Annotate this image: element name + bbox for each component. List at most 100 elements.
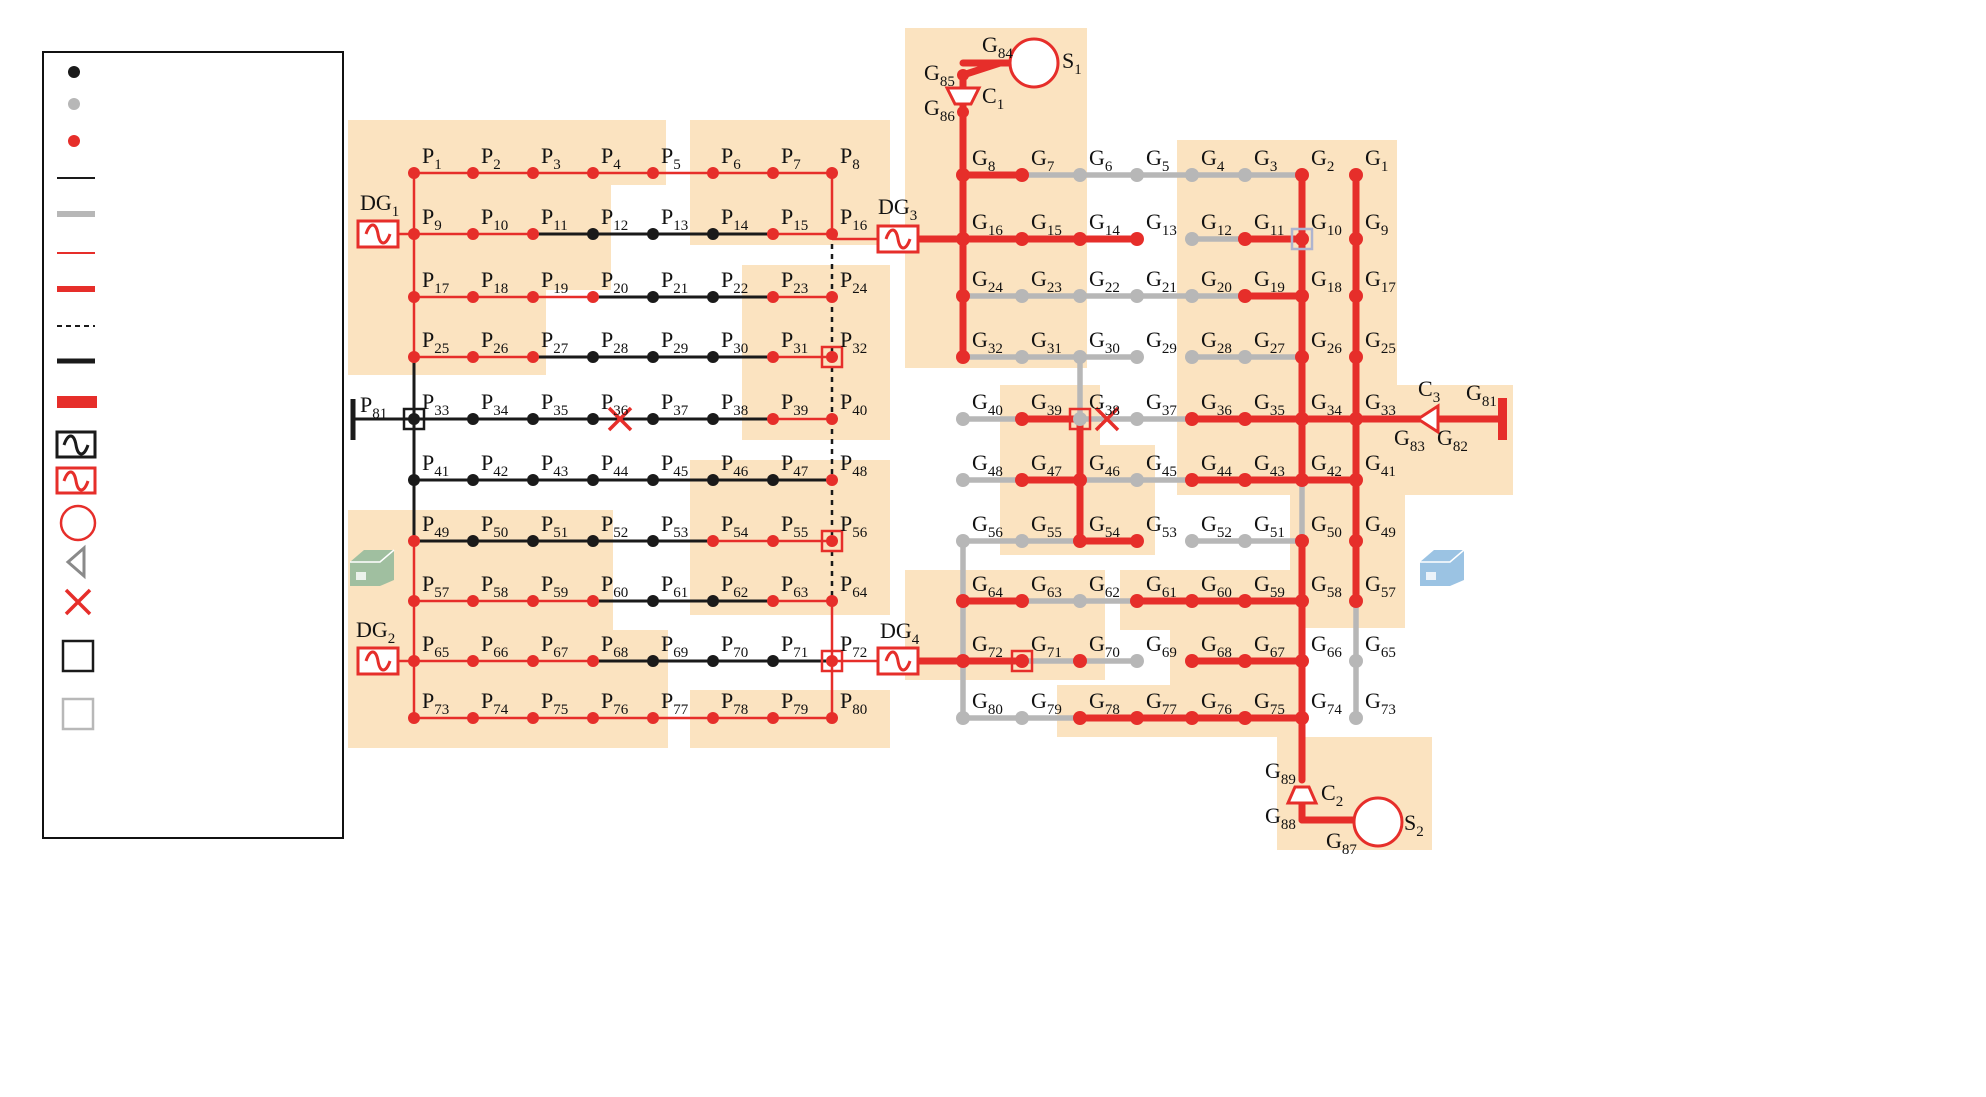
label-p2: P2 (481, 143, 501, 173)
label-g37: G37 (1146, 389, 1177, 419)
gas-node-g52 (1185, 534, 1199, 548)
power-node-p44 (587, 474, 599, 486)
label-g29: G29 (1146, 327, 1177, 357)
power-node-p29 (647, 351, 659, 363)
gas-node-g66 (1295, 654, 1309, 668)
label-p42: P42 (481, 450, 508, 480)
gas-node-g54 (1073, 534, 1087, 548)
power-node-p18 (467, 291, 479, 303)
label-p56: P56 (840, 511, 868, 541)
label-p33: P33 (422, 389, 449, 419)
power-node-p15 (767, 228, 779, 240)
emgs-storage-location-window (1426, 572, 1436, 580)
label-g78: G78 (1089, 688, 1120, 718)
label-p39: P39 (781, 389, 808, 419)
dg1-symbol-wave (364, 223, 392, 245)
gas-node-g37 (1130, 412, 1144, 426)
legend-normal_dg-wave (62, 470, 90, 492)
gas-node-g59 (1238, 594, 1252, 608)
label-p68: P68 (601, 631, 628, 661)
label-g88: G88 (1265, 803, 1296, 833)
label-p69: P69 (661, 631, 688, 661)
emgs-storage-location (1420, 549, 1465, 586)
gas-node-g18 (1295, 289, 1309, 303)
label-p31: P31 (781, 327, 808, 357)
legend-power_outage_node-symbol (68, 66, 80, 78)
label-g70: G70 (1089, 631, 1120, 661)
gas-node-g80 (956, 711, 970, 725)
label-g38: G38 (1089, 389, 1120, 419)
gas-node-g74 (1295, 711, 1309, 725)
label-p75: P75 (541, 688, 568, 718)
power-node-p77 (647, 712, 659, 724)
label-g66: G66 (1311, 631, 1342, 661)
label-p27: P27 (541, 327, 569, 357)
power-node-p38 (707, 413, 719, 425)
gas-node-g55 (1015, 534, 1029, 548)
legend-gas_well-symbol (59, 504, 97, 542)
label-g13: G13 (1146, 209, 1177, 239)
dg4-symbol-wave (884, 650, 912, 672)
power-node-p59 (527, 595, 539, 607)
label-p64: P64 (840, 571, 868, 601)
power-node-p51 (527, 535, 539, 547)
legend-outage_dg-wave (62, 434, 90, 456)
legend-emps_point-symbol (61, 639, 95, 673)
gas-node-g62 (1073, 594, 1087, 608)
label-g71: G71 (1031, 631, 1062, 661)
label-p21: P21 (661, 267, 688, 297)
label-g19: G19 (1254, 266, 1285, 296)
label-c2: C2 (1321, 780, 1343, 810)
label-p70: P70 (721, 631, 748, 661)
emgs-candidate-point (1010, 649, 1034, 673)
label-p8: P8 (840, 143, 860, 173)
gas-node-g21 (1130, 289, 1144, 303)
label-p71: P71 (781, 631, 808, 661)
label-g36: G36 (1201, 389, 1232, 419)
label-p18: P18 (481, 267, 508, 297)
gas-node-g41 (1349, 473, 1363, 487)
label-g45: G45 (1146, 450, 1177, 480)
gas-node-g20 (1185, 289, 1199, 303)
compressor-c2 (1285, 785, 1319, 805)
label-p77: P77 (661, 688, 689, 718)
gas-node-g3 (1238, 168, 1252, 182)
gas-node-g77 (1130, 711, 1144, 725)
legend (42, 51, 344, 839)
label-g14: G14 (1089, 209, 1120, 239)
dg3-symbol-wave (884, 228, 912, 250)
gas-node-g45 (1130, 473, 1144, 487)
power-node-p55 (767, 535, 779, 547)
label-p1: P1 (422, 143, 442, 173)
gas-node-g79 (1015, 711, 1029, 725)
gas-node-g26 (1295, 350, 1309, 364)
label-g18: G18 (1311, 266, 1342, 296)
label-g46: G46 (1089, 450, 1120, 480)
label-g1: G1 (1365, 145, 1388, 175)
power-node-p21 (647, 291, 659, 303)
label-p65: P65 (422, 631, 449, 661)
label-g39: G39 (1031, 389, 1062, 419)
gas-node-g9 (1349, 232, 1363, 246)
label-g53: G53 (1146, 511, 1177, 541)
label-g82: G82 (1437, 425, 1468, 455)
power-node-p75 (527, 712, 539, 724)
label-p17: P17 (422, 267, 450, 297)
power-node-p25 (408, 351, 420, 363)
label-p48: P48 (840, 450, 867, 480)
label-g83: G83 (1394, 425, 1425, 455)
label-p30: P30 (721, 327, 748, 357)
label-g28: G28 (1201, 327, 1232, 357)
gas-node-g39 (1015, 412, 1029, 426)
emps-storage-location-roof (350, 549, 395, 563)
power-node-p28 (587, 351, 599, 363)
power-node-p33 (408, 413, 420, 425)
label-p6: P6 (721, 143, 741, 173)
gas-node-g17 (1349, 289, 1363, 303)
power-node-p57 (408, 595, 420, 607)
label-g86: G86 (924, 95, 955, 125)
gas-node-g22 (1073, 289, 1087, 303)
gas-node (957, 69, 969, 81)
